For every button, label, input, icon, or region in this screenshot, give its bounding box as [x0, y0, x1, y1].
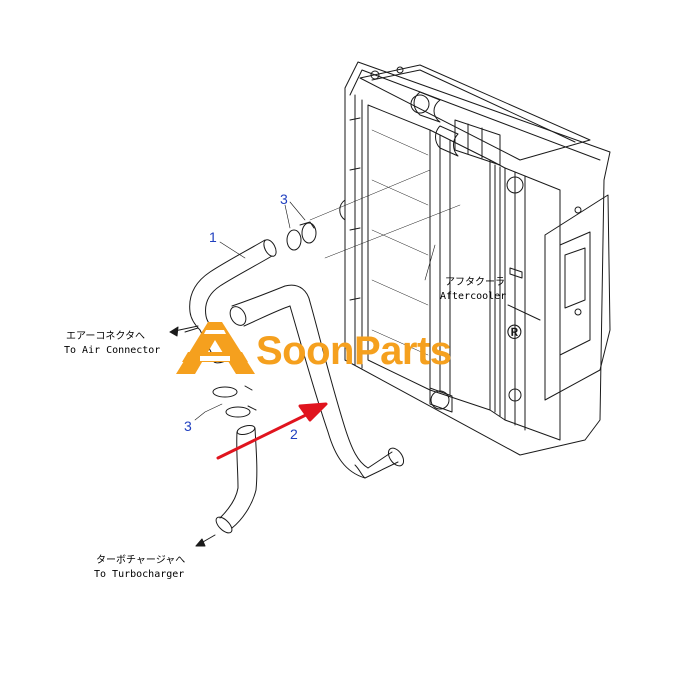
aftercooler-assembly: [309, 61, 611, 456]
red-arrow-icon: [216, 402, 328, 460]
air-connector-label-jp: エアーコネクタへ: [66, 331, 145, 342]
callout-3-lower: 3: [184, 418, 192, 434]
aftercooler-label-jp: アフタクーラ: [445, 277, 505, 288]
soonparts-logo-icon: [176, 322, 255, 374]
clamp-upper: [286, 221, 317, 251]
callout-1: 1: [209, 229, 217, 245]
arrow-to-turbocharger: [195, 534, 216, 547]
callout-2: 2: [290, 426, 298, 442]
hose-2: [229, 284, 405, 479]
air-connector-label-en: To Air Connector: [64, 345, 161, 356]
turbocharger-label-en: To Turbocharger: [94, 569, 185, 580]
aftercooler-label-en: Aftercooler: [440, 291, 507, 302]
watermark-text: SoonParts: [256, 329, 452, 373]
callout-leader-3-upper: [284, 201, 306, 229]
callout-leader-3-lower: [194, 403, 223, 421]
arrow-to-air-connector: [169, 325, 199, 337]
registered-mark: ®: [507, 322, 522, 344]
callout-3-upper: 3: [280, 191, 288, 207]
turbocharger-label-jp: ターボチャージャへ: [96, 555, 186, 566]
callout-leader-1: [219, 241, 246, 259]
clamp-lower: [212, 385, 257, 418]
